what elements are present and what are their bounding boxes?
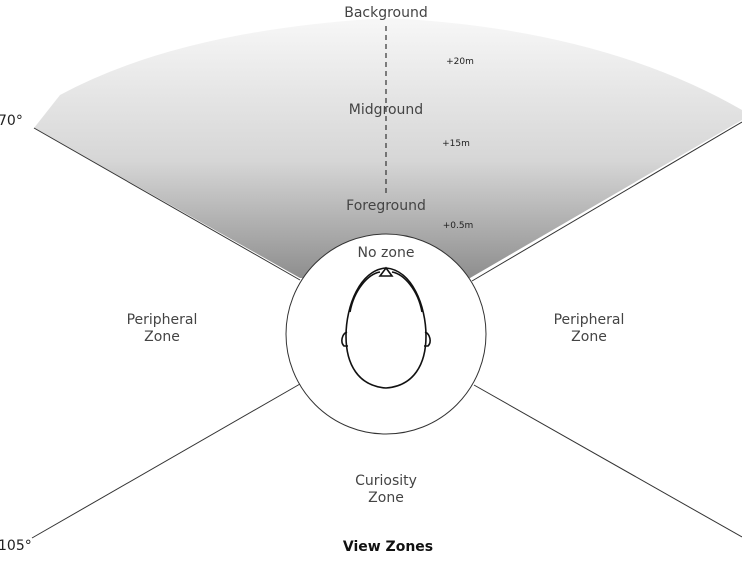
angle-top-label: 70° bbox=[0, 113, 23, 129]
diagram-title: View Zones bbox=[342, 539, 434, 555]
no-zone-label: No zone bbox=[357, 245, 415, 261]
curiosity-line-1: Curiosity bbox=[355, 473, 417, 489]
upper-left-boundary-line bbox=[33, 127, 301, 281]
foreground-distance-label: +0.5m bbox=[442, 221, 474, 231]
midground-zone-label: Midground bbox=[348, 102, 424, 118]
lower-left-boundary-line bbox=[31, 383, 301, 539]
background-zone-label: Background bbox=[344, 5, 428, 21]
curiosity-line-2: Zone bbox=[368, 490, 404, 506]
foreground-zone-label: Foreground bbox=[346, 198, 426, 214]
peripheral-left-line-1: Peripheral bbox=[126, 312, 198, 328]
background-distance-label: +20m bbox=[446, 57, 474, 67]
lower-right-boundary-line bbox=[473, 384, 742, 538]
peripheral-zone-right-label: Peripheral Zone bbox=[539, 312, 639, 346]
no-zone-circle bbox=[285, 233, 487, 435]
peripheral-left-line-2: Zone bbox=[144, 329, 180, 345]
head-top-view-icon bbox=[341, 266, 431, 389]
upper-right-boundary-line bbox=[471, 121, 742, 282]
angle-bottom-label: 105° bbox=[0, 538, 32, 554]
field-of-view-area bbox=[34, 18, 742, 278]
peripheral-right-line-2: Zone bbox=[571, 329, 607, 345]
peripheral-zone-left-label: Peripheral Zone bbox=[112, 312, 212, 346]
midground-distance-label: +15m bbox=[442, 139, 470, 149]
peripheral-right-line-1: Peripheral bbox=[553, 312, 625, 328]
